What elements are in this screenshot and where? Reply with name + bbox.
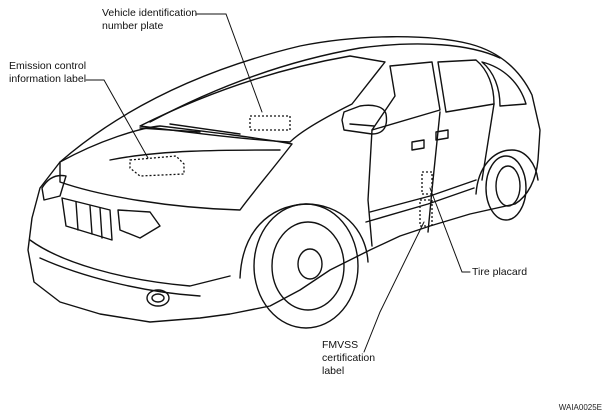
front-bumper — [29, 239, 231, 287]
vin-label: Vehicle identification number plate — [102, 7, 197, 33]
fmvss-leader-line — [363, 221, 425, 353]
emission-label-line2: information label — [9, 73, 87, 85]
fmvss-label-zone — [419, 199, 433, 227]
body-side-line — [369, 179, 477, 213]
emission-label-line1: Emission control — [9, 60, 87, 72]
hood — [59, 125, 293, 211]
fmvss-label: FMVSS certification label — [322, 339, 375, 378]
rear-side-window — [481, 61, 527, 107]
vin-leader-line — [195, 13, 263, 113]
front-wheel-arch — [239, 203, 369, 279]
fmvss-label-line3: label — [322, 365, 345, 377]
rear-wheel-arch — [475, 149, 539, 195]
emission-label: Emission control information label — [9, 60, 86, 86]
vin-plate-zone — [249, 115, 291, 131]
car-body-outline — [27, 36, 541, 323]
front-door-handle — [411, 139, 425, 151]
left-headlight — [41, 174, 67, 201]
tire-placard-zone — [421, 171, 433, 195]
right-headlight — [117, 209, 161, 239]
windshield — [139, 55, 386, 143]
rear-wheel — [485, 155, 527, 221]
front-side-window — [371, 61, 441, 131]
front-wheel — [253, 203, 359, 329]
roofline — [149, 43, 501, 123]
sliding-door-handle — [435, 129, 449, 141]
fog-lamp — [146, 289, 170, 307]
sliding-door-edge — [427, 111, 441, 233]
side-mirror — [341, 104, 388, 135]
vin-label-line1: Vehicle identification — [102, 7, 198, 19]
wiper — [139, 123, 241, 135]
tire-placard-label: Tire placard — [472, 266, 527, 279]
figure-code: WAIA0025E — [558, 403, 602, 412]
grille — [61, 197, 113, 241]
emission-leader-line — [85, 79, 149, 159]
tire-placard-leader-line — [429, 187, 471, 273]
middle-side-window — [437, 59, 495, 113]
tire-placard-label-line1: Tire placard — [472, 266, 528, 278]
fmvss-label-line1: FMVSS — [322, 339, 359, 351]
fmvss-label-line2: certification — [322, 352, 376, 364]
emission-label-zone — [129, 155, 185, 177]
front-door-edge — [367, 129, 373, 247]
vin-label-line2: number plate — [102, 20, 164, 32]
